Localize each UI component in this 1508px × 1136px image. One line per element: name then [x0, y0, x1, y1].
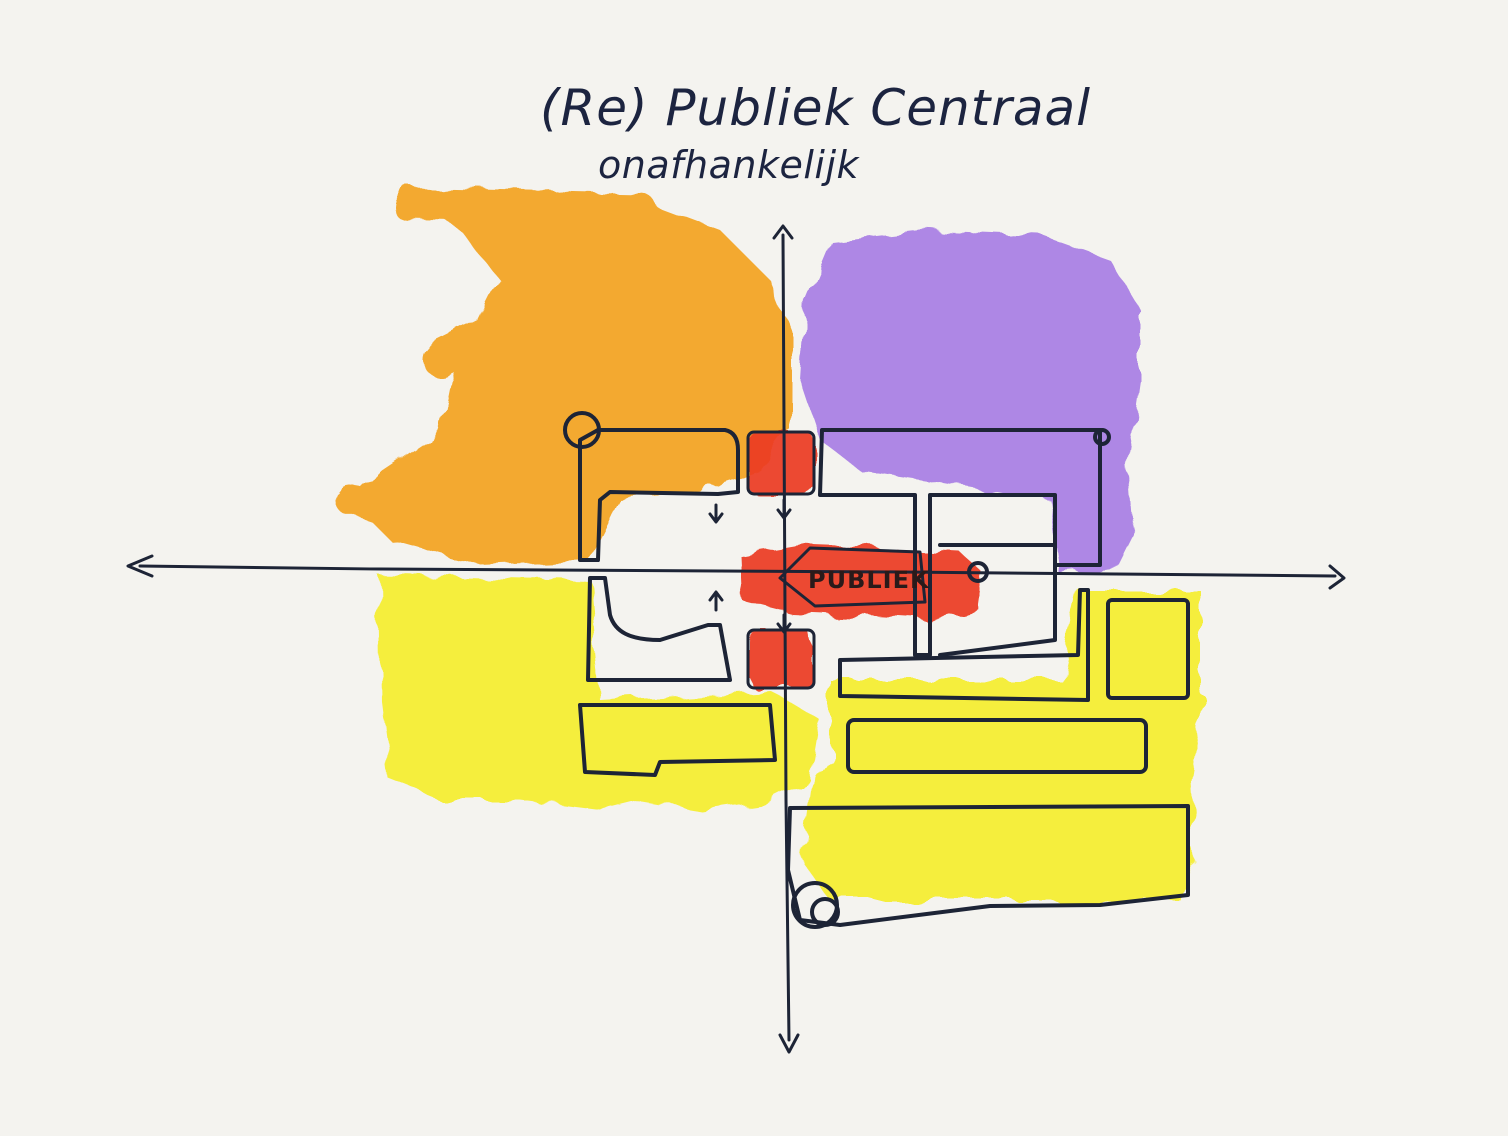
purple-fill	[800, 230, 1140, 575]
outline-bottom-large	[786, 804, 1190, 927]
right-arrowhead	[1328, 564, 1346, 590]
outline-right-strip	[846, 718, 1148, 774]
small-block-bottom	[746, 628, 816, 690]
arrow-down-center	[776, 498, 792, 520]
yellow-fill-left	[378, 575, 820, 810]
small-block-top	[746, 430, 816, 496]
circle-bottom-inner	[810, 897, 840, 927]
outlines	[563, 411, 1190, 929]
outline-central	[778, 546, 927, 608]
circle-top-left	[563, 411, 601, 449]
outline-right-inner	[938, 543, 1057, 657]
left-arrowhead	[126, 554, 154, 578]
orange-stroke-1	[393, 188, 657, 227]
outline-right-small-box	[1106, 598, 1190, 700]
title-line-1: (Re) Publiek Centraal	[540, 79, 1091, 137]
title-line-2: onafhankelijk	[598, 143, 861, 187]
circle-top-right	[1093, 428, 1111, 446]
vertical-axis	[781, 233, 791, 1042]
outline-lower-left-strip	[578, 703, 777, 777]
center-label: PUBLIEK	[808, 566, 930, 594]
yellow-fill-right	[800, 590, 1200, 900]
arrow-down-lower	[776, 613, 792, 634]
outline-top-right	[818, 428, 1102, 657]
arrow-down-left	[708, 503, 724, 524]
top-arrowhead	[772, 224, 794, 240]
yellow-zone	[378, 575, 1200, 900]
arrow-up-left	[708, 590, 724, 612]
horizontal-axis	[138, 564, 1337, 578]
outline-right-mid	[838, 588, 1090, 702]
orange-fill	[350, 190, 790, 565]
bottom-arrowhead	[778, 1033, 800, 1054]
purple-zone	[800, 230, 1140, 575]
axes	[126, 224, 1346, 1054]
orange-zone	[335, 188, 790, 565]
orange-stroke-3	[423, 313, 517, 377]
outline-bottom-left	[586, 576, 732, 682]
red-block-top	[748, 432, 814, 494]
orange-stroke-2	[335, 485, 485, 555]
red-block-bottom	[748, 630, 812, 688]
outline-top-left	[578, 428, 740, 562]
circle-right-small	[967, 561, 989, 583]
